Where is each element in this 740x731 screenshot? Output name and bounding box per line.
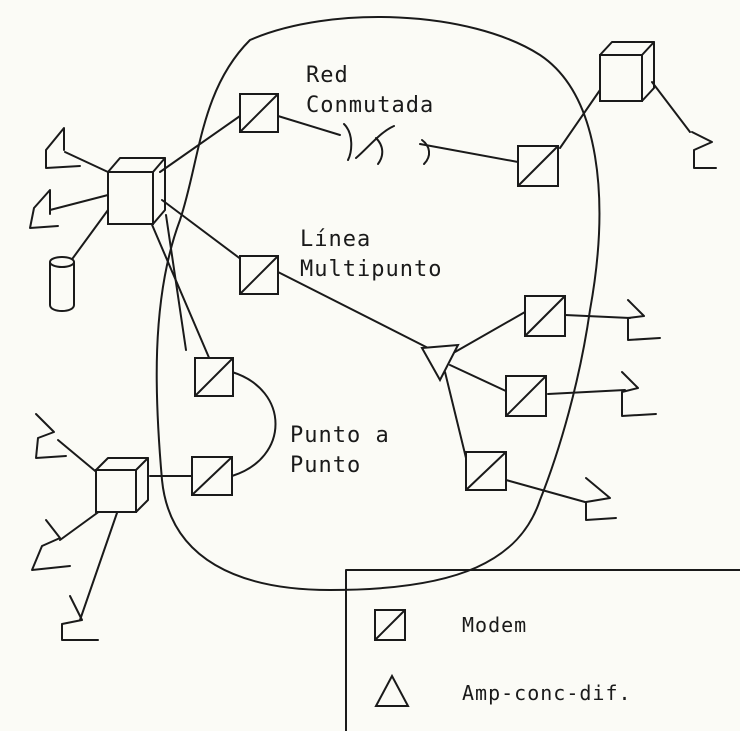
legend-modem-label: Modem	[462, 613, 527, 637]
disk-storage	[49, 256, 75, 312]
terminal	[585, 477, 617, 521]
connection-lines	[49, 81, 691, 621]
label-multipoint-2: Multipunto	[300, 257, 442, 282]
modem-switched-right	[517, 145, 559, 187]
terminal	[691, 131, 717, 169]
terminal	[31, 519, 71, 571]
modem-switched-left	[239, 93, 279, 133]
terminal	[621, 371, 657, 417]
legend-amp-label: Amp-conc-dif.	[462, 681, 632, 705]
legend: Modem Amp-conc-dif.	[345, 569, 740, 731]
terminals	[29, 127, 717, 641]
modem-multipoint-origin	[239, 255, 279, 295]
host-computer-topright	[599, 41, 655, 102]
modem-multipoint-c	[465, 451, 507, 491]
terminal	[29, 189, 59, 229]
host-computer-topleft	[107, 157, 166, 225]
terminal	[45, 127, 81, 169]
label-p2p-1: Punto a	[290, 423, 390, 448]
legend-amp-icon	[374, 673, 410, 707]
terminal	[35, 413, 67, 459]
modem-p2p-bottom	[191, 456, 233, 496]
host-computer-bottomleft	[95, 457, 149, 513]
modem-multipoint-a	[524, 295, 566, 337]
modem-p2p-top	[194, 357, 234, 397]
label-switched-line-2: Conmutada	[306, 93, 434, 118]
label-p2p-2: Punto	[290, 453, 361, 478]
legend-modem-icon	[374, 609, 406, 641]
network-cloud	[155, 16, 601, 591]
amplifier-concentrator	[420, 343, 460, 383]
modem-multipoint-b	[505, 375, 547, 417]
label-switched-line-1: Red	[306, 63, 349, 88]
terminal	[61, 595, 99, 641]
label-multipoint-1: Línea	[300, 227, 371, 252]
terminal	[627, 299, 661, 341]
